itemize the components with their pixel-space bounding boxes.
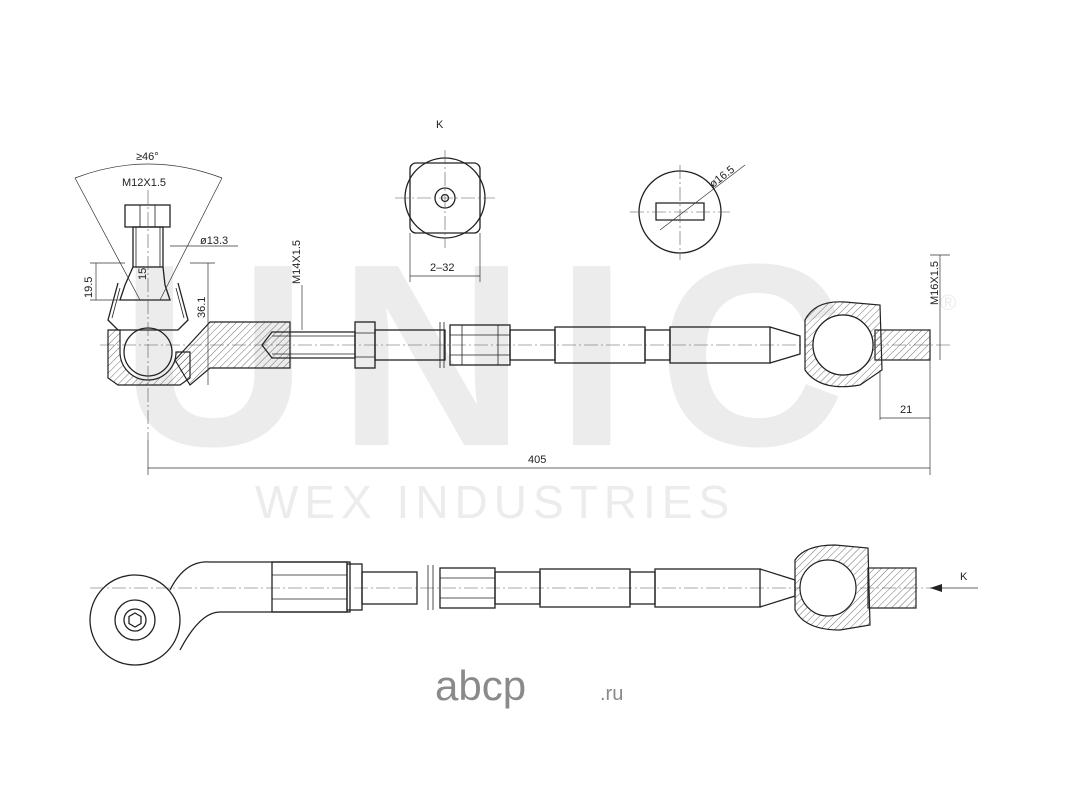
dim-angle: ≥46°	[136, 151, 159, 163]
watermark-registered: ®	[940, 290, 962, 315]
dim-36-1: 36.1	[196, 297, 208, 318]
bottom-rack-stub	[867, 567, 917, 609]
bottom-eye-boss	[114, 599, 156, 641]
dim-19-5: 19.5	[83, 277, 95, 298]
top-view-dimensions: ≥46° M12X1.5 ø13.3 19.5 15 36.1 M14X1.5 …	[74, 151, 950, 475]
dim-dia-rack: ø16.5	[707, 164, 737, 191]
bottom-eye-outer	[89, 574, 181, 666]
bottom-eye-hex	[128, 612, 142, 628]
watermark-company: WEX INDUSTRIES	[255, 476, 735, 528]
watermark-site: abcp	[435, 662, 526, 709]
watermark-site-tld: .ru	[600, 683, 623, 705]
inner-rod-thread	[374, 329, 446, 361]
dim-thread-inner: M14X1.5	[291, 240, 303, 284]
view-k-label: K	[436, 119, 444, 131]
rod-section-4	[669, 326, 771, 364]
stud-taper	[119, 266, 171, 301]
dim-15: 15	[137, 268, 149, 280]
bottom-sleeve	[271, 561, 348, 613]
bottom-arm	[169, 561, 351, 651]
bottom-inner-ball	[799, 559, 857, 617]
dim-21: 21	[900, 404, 912, 416]
rack-thread-stub	[874, 329, 931, 361]
bottom-rod-thread	[361, 571, 418, 605]
top-view: ≥46° M12X1.5 ø13.3 19.5 15 36.1 M14X1.5 …	[74, 151, 950, 475]
dim-dia-ball: ø13.3	[200, 235, 228, 247]
arrow-k-label: K	[960, 571, 968, 583]
dim-thread-rack: M16X1.5	[929, 261, 941, 305]
bottom-lock-nut	[346, 563, 363, 611]
ball-joint-end	[107, 190, 191, 440]
dim-across-flats: 2–32	[430, 262, 454, 274]
dim-total-length: 405	[528, 454, 546, 466]
bottom-rod-4	[654, 568, 761, 608]
rod-taper	[769, 326, 801, 364]
tie-rod-end-arm	[174, 321, 291, 386]
bottom-view: K	[89, 544, 978, 666]
dim-thread-ball: M12X1.5	[122, 177, 166, 189]
view-k: K 2–32	[395, 119, 495, 282]
rack-section-key	[655, 202, 705, 221]
